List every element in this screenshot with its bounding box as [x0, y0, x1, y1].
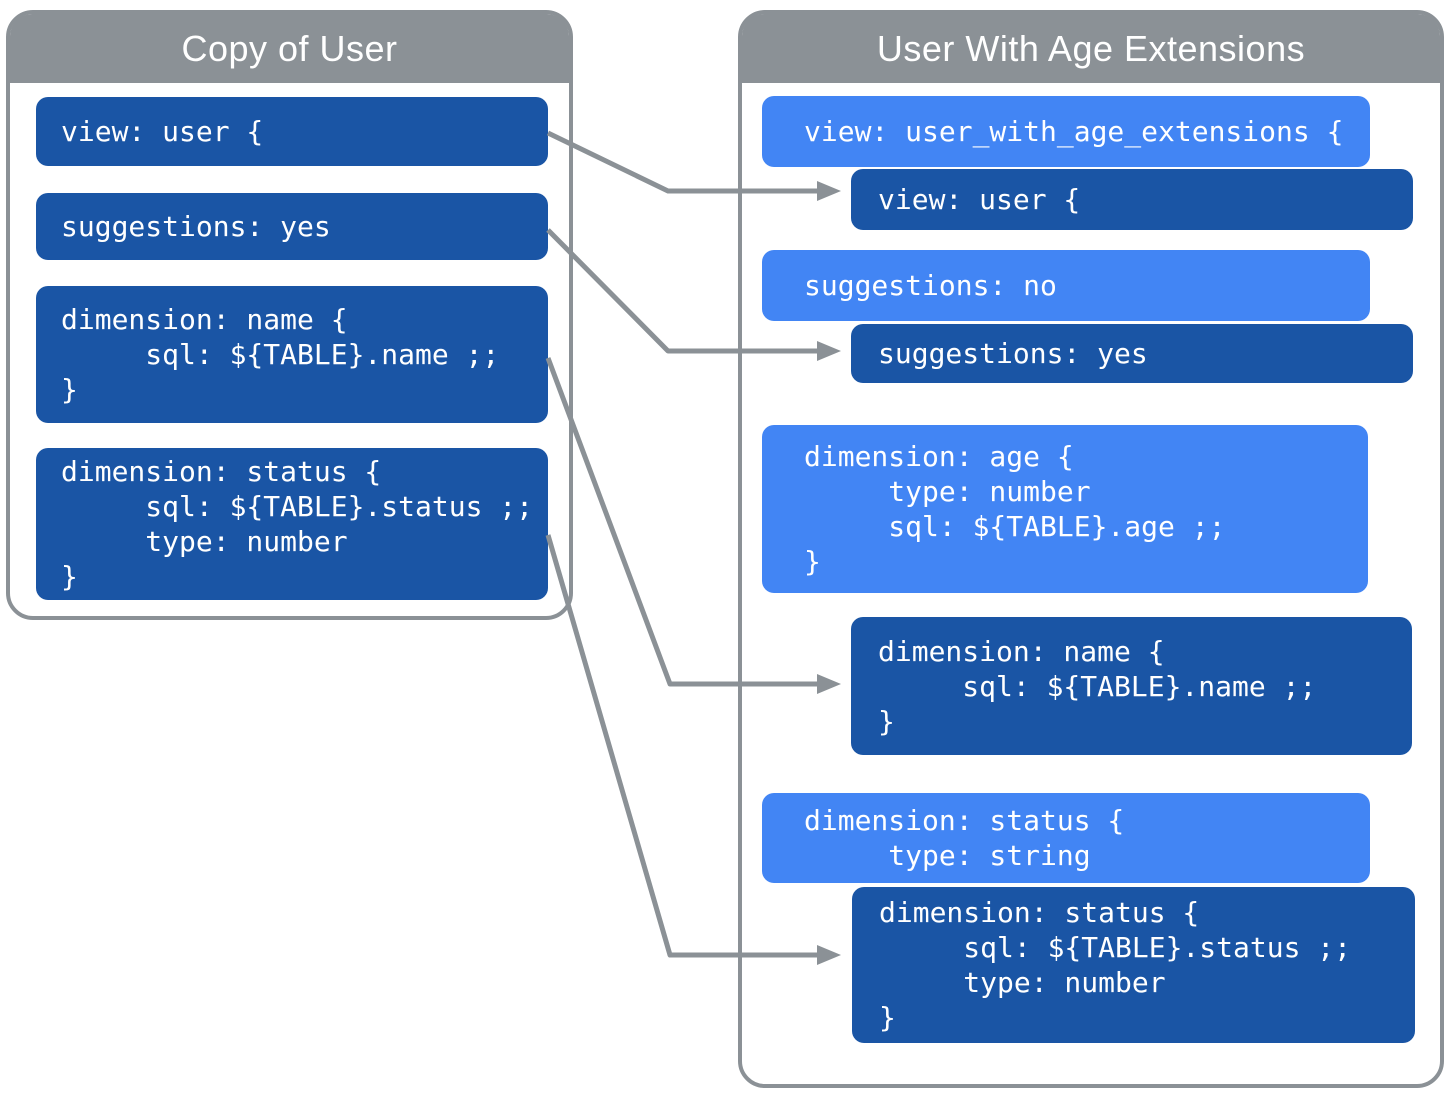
code-block-dimension-status-override: dimension: status { type: string [762, 793, 1370, 883]
code-text: view: user { [878, 183, 1081, 216]
code-text: dimension: status { type: string [804, 804, 1125, 872]
copy-of-user-title: Copy of User [181, 27, 398, 69]
code-block-suggestions-no: suggestions: no [762, 250, 1370, 321]
code-block-dimension-age: dimension: age { type: number sql: ${TAB… [762, 425, 1368, 593]
code-text: suggestions: yes [878, 337, 1148, 370]
copy-of-user-header: Copy of User [10, 14, 569, 83]
code-text: dimension: age { type: number sql: ${TAB… [804, 440, 1226, 578]
code-block-suggestions-yes: suggestions: yes [36, 193, 548, 260]
user-with-age-extensions-title: User With Age Extensions [876, 27, 1306, 69]
code-text: dimension: status { sql: ${TABLE}.status… [879, 896, 1352, 1034]
code-text: dimension: name { sql: ${TABLE}.name ;; … [878, 634, 1317, 738]
user-with-age-extensions-header: User With Age Extensions [742, 14, 1440, 83]
code-block-dimension-name: dimension: name { sql: ${TABLE}.name ;; … [36, 286, 548, 423]
code-block-view-user-with-age-extensions: view: user_with_age_extensions { [762, 96, 1370, 167]
code-block-inherited-suggestions-yes: suggestions: yes [851, 324, 1413, 383]
code-block-inherited-dimension-name: dimension: name { sql: ${TABLE}.name ;; … [851, 617, 1412, 755]
code-text: view: user_with_age_extensions { [804, 115, 1344, 148]
code-text: dimension: name { sql: ${TABLE}.name ;; … [61, 303, 500, 406]
code-block-inherited-view-user: view: user { [851, 169, 1413, 230]
code-text: dimension: status { sql: ${TABLE}.status… [61, 455, 534, 593]
code-block-view-user: view: user { [36, 97, 548, 166]
code-text: suggestions: yes [61, 210, 331, 243]
code-text: view: user { [61, 115, 264, 148]
code-text: suggestions: no [804, 269, 1057, 302]
code-block-inherited-dimension-status: dimension: status { sql: ${TABLE}.status… [852, 887, 1415, 1043]
code-block-dimension-status: dimension: status { sql: ${TABLE}.status… [36, 448, 548, 600]
